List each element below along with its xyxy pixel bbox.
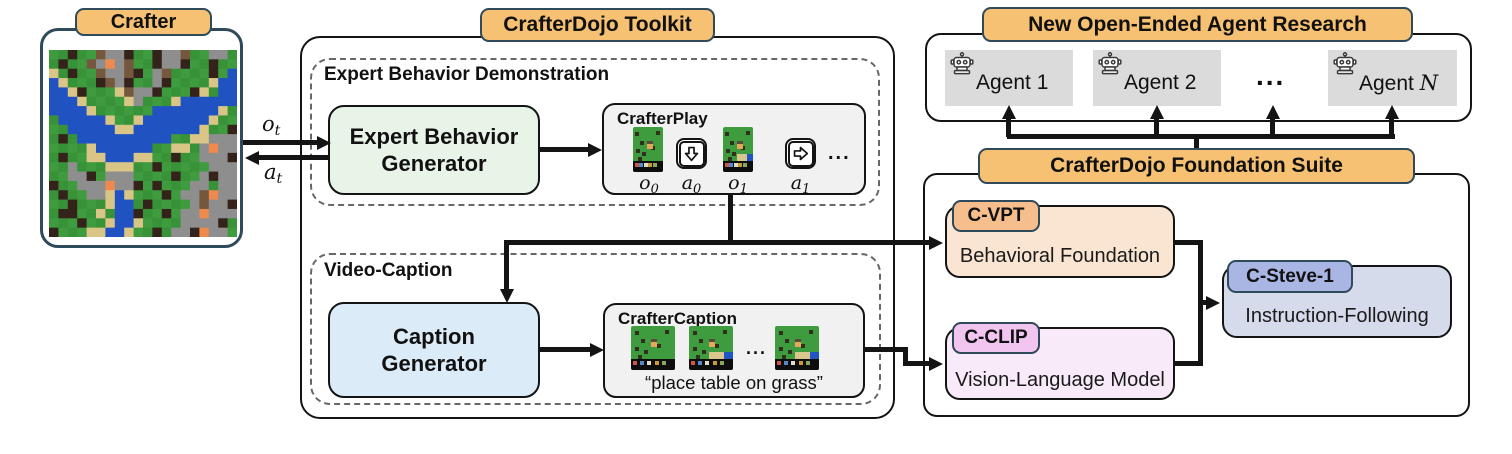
crafterplay-frame-o1 — [723, 127, 753, 172]
play-output-bus — [505, 240, 931, 245]
obs-arrow-line — [243, 140, 318, 145]
suite-bus-stem — [1194, 134, 1199, 150]
crafter-title-label: Crafter — [110, 10, 177, 33]
crafterplay-title: CrafterPlay — [617, 109, 708, 128]
ebg-to-play-arrowhead-icon — [588, 143, 602, 157]
play-label-a1: a1 — [790, 172, 811, 197]
video-caption-label: Video-Caption — [324, 260, 453, 281]
to-caption-gen-stem — [504, 240, 509, 290]
agent-n-box: Agent N — [1328, 50, 1457, 106]
agent-arrowhead-3-icon — [1266, 105, 1280, 119]
crafterplay-ellipsis: ... — [828, 142, 851, 164]
agent-arrowhead-4-icon — [1385, 105, 1399, 119]
csteve-tag: C-Steve-1 — [1227, 260, 1353, 293]
foundation-title: CrafterDojo Foundation Suite — [978, 148, 1415, 184]
caption-text: “place table on grass” — [645, 372, 823, 393]
obs-symbol: ot — [262, 112, 281, 139]
cvpt-desc: Behavioral Foundation — [959, 245, 1161, 267]
toolkit-title: CrafterDojo Toolkit — [480, 8, 715, 42]
agent-arrowhead-2-icon — [1150, 105, 1164, 119]
video-caption-group — [310, 253, 881, 405]
act-symbol: at — [264, 160, 283, 187]
caption-out-line-1 — [865, 347, 908, 352]
cvpt-tag: C-VPT — [952, 200, 1040, 232]
agent-n-label: Agent N — [1359, 71, 1439, 95]
caption-frame-2 — [689, 326, 733, 370]
agent-arrow-3 — [1270, 117, 1275, 137]
research-title: New Open-Ended Agent Research — [982, 7, 1413, 42]
cclip-tag: C-CLIP — [952, 322, 1040, 354]
caption-out-line-2 — [903, 361, 931, 366]
play-label-a0: a0 — [681, 172, 702, 197]
cg-line2: Generator — [381, 351, 487, 376]
cg-to-caption-line — [540, 347, 592, 352]
cclip-out-line — [1175, 361, 1203, 366]
caption-frame-3 — [775, 326, 819, 370]
crafterplay-frame-o0 — [633, 127, 663, 172]
robot-icon — [1098, 52, 1122, 75]
agents-ellipsis: ... — [1256, 60, 1286, 91]
play-output-stem — [728, 195, 733, 245]
caption-ellipsis: ... — [746, 338, 768, 358]
act-arrow-line — [258, 155, 330, 160]
expert-demo-label: Expert Behavior Demonstration — [324, 64, 610, 85]
act-arrowhead-icon — [245, 151, 259, 165]
cg-line1: Caption — [393, 323, 475, 349]
suite-to-agents-bus — [1007, 134, 1395, 139]
caption-out-step — [903, 347, 908, 366]
crafter-map-image — [49, 50, 237, 237]
agent-arrow-1 — [1006, 117, 1011, 137]
craftercaption-title: CrafterCaption — [618, 309, 738, 328]
cclip-desc: Vision-Language Model — [955, 369, 1165, 391]
to-csteve-arrowhead-icon — [1206, 296, 1220, 310]
robot-icon — [1333, 52, 1357, 75]
agent-2-box: Agent 2 — [1093, 50, 1221, 106]
agent-arrowhead-1-icon — [1002, 105, 1016, 119]
cvpt-out-line — [1175, 240, 1203, 245]
ebg-line2: Generator — [381, 151, 487, 176]
to-cvpt-arrowhead-icon — [929, 236, 943, 250]
key-right-icon — [785, 138, 816, 169]
merge-to-csteve-line — [1198, 300, 1208, 305]
robot-icon — [950, 52, 974, 75]
agent-2-label: Agent 2 — [1124, 71, 1197, 94]
obs-arrowhead-icon — [317, 136, 331, 150]
expert-behavior-generator-box: Expert Behavior Generator — [328, 105, 540, 195]
key-down-icon — [676, 138, 707, 169]
caption-generator-box: Caption Generator — [328, 302, 540, 398]
agent-arrow-4 — [1389, 117, 1394, 137]
play-label-o1: o1 — [728, 172, 748, 197]
caption-frame-1 — [631, 326, 675, 370]
agent-1-box: Agent 1 — [945, 50, 1073, 106]
agent-arrow-2 — [1154, 117, 1159, 137]
toolkit-title-label: CrafterDojo Toolkit — [503, 13, 692, 36]
foundation-title-label: CrafterDojo Foundation Suite — [1050, 154, 1343, 177]
expert-demo-group — [310, 58, 880, 206]
agent-1-label: Agent 1 — [976, 71, 1049, 94]
csteve-desc: Instruction-Following — [1245, 305, 1429, 327]
crafter-title: Crafter — [75, 8, 212, 36]
research-title-label: New Open-Ended Agent Research — [1028, 12, 1367, 36]
cg-to-caption-arrowhead-icon — [590, 343, 604, 357]
ebg-line1: Expert Behavior — [349, 123, 519, 149]
to-cclip-arrowhead-icon — [929, 357, 943, 371]
to-caption-gen-arrowhead-icon — [500, 289, 514, 303]
ebg-to-play-line — [540, 147, 590, 152]
play-label-o0: o0 — [639, 172, 659, 197]
